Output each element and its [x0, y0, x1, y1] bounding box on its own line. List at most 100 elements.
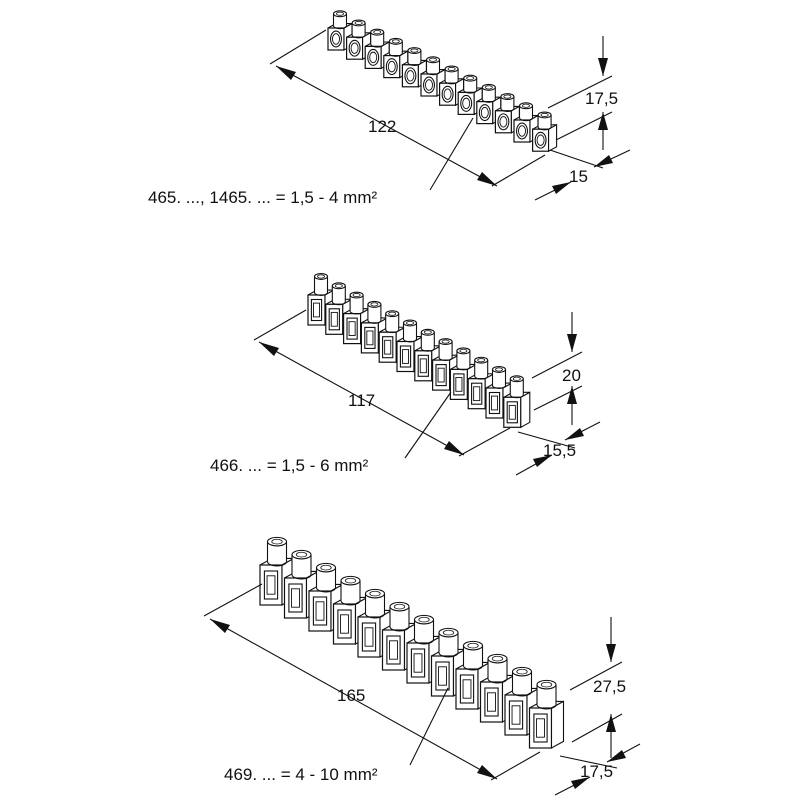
strip-469-length-dimension [203, 583, 541, 781]
screw-head [295, 551, 308, 558]
screw-head [320, 564, 332, 571]
screw-cap-top [413, 614, 435, 625]
terminal-unit [528, 679, 565, 749]
screw-cap-base [389, 626, 410, 632]
screw-cap-body [332, 285, 346, 302]
terminal-wire-slot [346, 317, 358, 340]
terminal-body-side [520, 391, 531, 429]
screw-head [369, 590, 381, 597]
terminal-wire-slot-inner [511, 705, 521, 725]
screw-cap-base [332, 25, 348, 30]
screw-cap-body [403, 322, 417, 339]
screw-head [410, 48, 419, 53]
screw-cap-base [537, 126, 552, 131]
terminal-wire-slot [484, 687, 499, 717]
terminal-wire-slot-inner [266, 575, 276, 595]
screw-cap-base [444, 80, 459, 85]
strip-465-depth-label: 15 [569, 167, 588, 186]
screw-head [406, 320, 414, 326]
screw-cap-base [536, 704, 557, 710]
screw-cap-base [385, 329, 400, 334]
screw-cap-top [367, 300, 382, 308]
terminal-wire-slot-inner [536, 718, 545, 738]
terminal-wire-slot-inner [389, 640, 398, 660]
terminal-wire-slot [288, 583, 303, 613]
terminal-wire-slot-inner [312, 302, 321, 318]
strip-469-length-label: 165 [337, 686, 365, 705]
strip-465-spec-label: 465. ..., 1465. ... = 1,5 - 4 mm² [148, 188, 377, 207]
terminal-wire-hole-inner [462, 97, 471, 110]
terminal-wire-slot-inner [487, 692, 496, 712]
screw-head [388, 311, 397, 316]
terminal-wire-slot-inner [490, 395, 499, 411]
screw-head [466, 76, 475, 81]
screw-cap-base [491, 385, 507, 389]
screw-cap-base [370, 43, 385, 48]
screw-head [429, 57, 437, 62]
terminal-wire-slot [364, 326, 376, 349]
terminal-wire-slot-inner [419, 358, 427, 374]
terminal-wire-slot [508, 700, 524, 730]
strip-465-height-label: 17,5 [585, 89, 618, 108]
terminal-unit [383, 37, 409, 79]
screw-cap-body [367, 304, 381, 321]
terminal-unit [503, 375, 531, 429]
screw-cap-base [463, 89, 478, 94]
screw-cap-base [331, 301, 346, 306]
screw-cap-top [438, 627, 459, 638]
screw-cap-body [365, 593, 385, 614]
strip-469-terminals [259, 536, 565, 749]
strip-465-length-dimension [269, 29, 546, 187]
terminal-wire-slot-inner [462, 679, 472, 699]
strip-466-length-dimension [253, 309, 511, 457]
terminal-wire-slot [337, 609, 352, 639]
screw-cap-base [291, 574, 312, 580]
screw-cap-body [463, 645, 483, 666]
screw-cap-top [266, 536, 288, 547]
screw-cap-base [425, 71, 441, 76]
screw-head [441, 339, 450, 344]
terminal-wire-slot [361, 622, 377, 652]
screw-cap-body [492, 369, 506, 386]
strip-466-length-label: 117 [348, 391, 375, 410]
terminal-wire-hole-inner [536, 134, 545, 146]
terminal-wire-slot [417, 354, 429, 377]
screw-head [442, 629, 455, 636]
terminal-unit [420, 56, 446, 97]
screw-cap-top [388, 37, 403, 45]
terminal-wire-hole-inner [387, 60, 396, 73]
screw-cap-top [340, 575, 361, 586]
terminal-wire-slot-inner [364, 627, 374, 647]
screw-cap-base [402, 338, 418, 343]
terminal-wire-slot [410, 648, 426, 678]
screw-cap-top [444, 65, 459, 73]
strip-466-depth-dimension [515, 421, 601, 476]
strip-466-height-label: 20 [562, 366, 581, 385]
strip-466-terminals [307, 273, 531, 429]
terminal-wire-slot-inner [315, 601, 325, 621]
screw-cap-top [332, 10, 348, 18]
strip-469-spec-label: 469. ... = 4 - 10 mm² [224, 765, 378, 784]
terminal-wire-slot [399, 345, 412, 368]
screw-head [467, 642, 479, 649]
screw-cap-top [537, 111, 552, 119]
terminal-wire-slot [312, 596, 328, 626]
terminal-wire-slot [435, 364, 447, 387]
screw-head [522, 103, 530, 108]
screw-cap-body [292, 554, 311, 575]
screw-cap-base [511, 691, 533, 697]
screw-cap-top [509, 375, 524, 383]
screw-cap-top [349, 291, 364, 299]
terminal-wire-slot-inner [348, 321, 356, 336]
screw-head [354, 20, 363, 25]
terminal-wire-slot-inner [455, 377, 463, 392]
terminal-body-side [548, 123, 558, 153]
screw-cap-top [487, 653, 508, 664]
screw-cap-top [407, 47, 422, 55]
screw-head [370, 302, 379, 307]
screw-head [391, 39, 400, 44]
screw-cap-base [462, 665, 484, 671]
screw-cap-body [414, 619, 434, 640]
screw-cap-body [421, 332, 435, 349]
